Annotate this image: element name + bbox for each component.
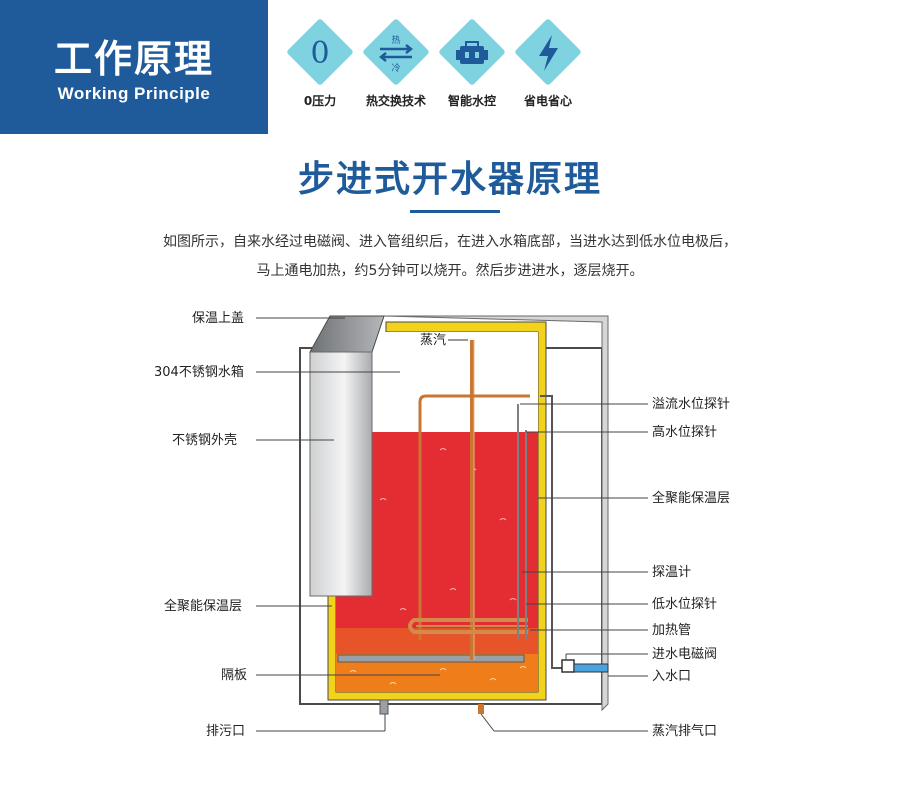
header-subtitle: Working Principle <box>57 84 211 103</box>
heating-tube <box>408 618 528 634</box>
feature-heat-exchange: 热 冷 热交换技术 <box>358 18 436 114</box>
label-high-level-probe: 高水位探针 <box>652 424 717 440</box>
label-insulation-layer-right: 全聚能保温层 <box>652 490 730 506</box>
feature-label: 0压力 <box>303 94 337 108</box>
steam-exhaust-outlet <box>478 704 484 714</box>
inlet-solenoid-valve <box>561 659 575 673</box>
description-line-1: 如图所示，自来水经过电磁阀、进入管组织后，在进入水箱底部，当进水达到低水位电极后… <box>163 234 737 250</box>
label-overflow-probe: 溢流水位探针 <box>652 397 730 412</box>
header-title: 工作原理 <box>53 37 214 81</box>
label-low-level-probe: 低水位探针 <box>652 597 717 612</box>
zero-glyph: 0 <box>310 35 330 71</box>
description-line-2: 马上通电加热，约5分钟可以烧开。然后步进进水，逐层烧开。 <box>256 263 644 279</box>
drain-outlet <box>379 699 389 715</box>
label-insulation-layer-left: 全聚能保温层 <box>164 598 242 614</box>
title-underline <box>410 210 500 213</box>
smart-water-control-icon <box>434 30 510 76</box>
label-inlet-valve: 进水电磁阀 <box>652 647 717 662</box>
feature-label: 省电省心 <box>523 94 572 108</box>
heat-exchange-icon: 热 冷 <box>358 30 434 76</box>
label-heating-tube: 加热管 <box>652 623 691 638</box>
heat-label: 热 <box>391 34 400 46</box>
cold-label: 冷 <box>391 62 400 74</box>
partition-plate <box>337 654 525 663</box>
stainless-shell <box>309 315 385 597</box>
label-insulation-cap: 保温上盖 <box>192 311 244 326</box>
feature-power-saving: 省电省心 <box>510 18 588 114</box>
label-drain: 排污口 <box>206 724 245 739</box>
label-thermometer: 探温计 <box>652 565 691 580</box>
water-inlet <box>573 663 609 673</box>
label-water-inlet: 入水口 <box>652 669 691 684</box>
zero-pressure-icon: 0 <box>282 30 358 76</box>
main-title: 步进式开水器原理 <box>297 159 602 200</box>
label-partition: 隔板 <box>221 668 247 683</box>
label-stainless-shell: 不锈钢外壳 <box>172 433 237 448</box>
header-banner: 工作原理 Working Principle <box>0 0 268 134</box>
feature-zero-pressure: 0 0压力 <box>282 18 360 114</box>
feature-smart-water: 智能水控 <box>434 18 512 114</box>
feature-label: 智能水控 <box>447 94 496 108</box>
label-steam-exhaust: 蒸汽排气口 <box>652 723 717 739</box>
insulation-cap <box>309 315 385 353</box>
label-stainless-tank: 304不锈钢水箱 <box>154 364 244 380</box>
steam-label: 蒸汽 <box>420 333 446 348</box>
feature-label: 热交换技术 <box>365 94 426 108</box>
water-boiler-diagram: 蒸汽 保温上盖 304不锈钢水箱 不锈钢外壳 全聚能保温层 隔板 排污口 溢流水… <box>154 311 730 739</box>
power-saving-icon <box>510 30 586 76</box>
